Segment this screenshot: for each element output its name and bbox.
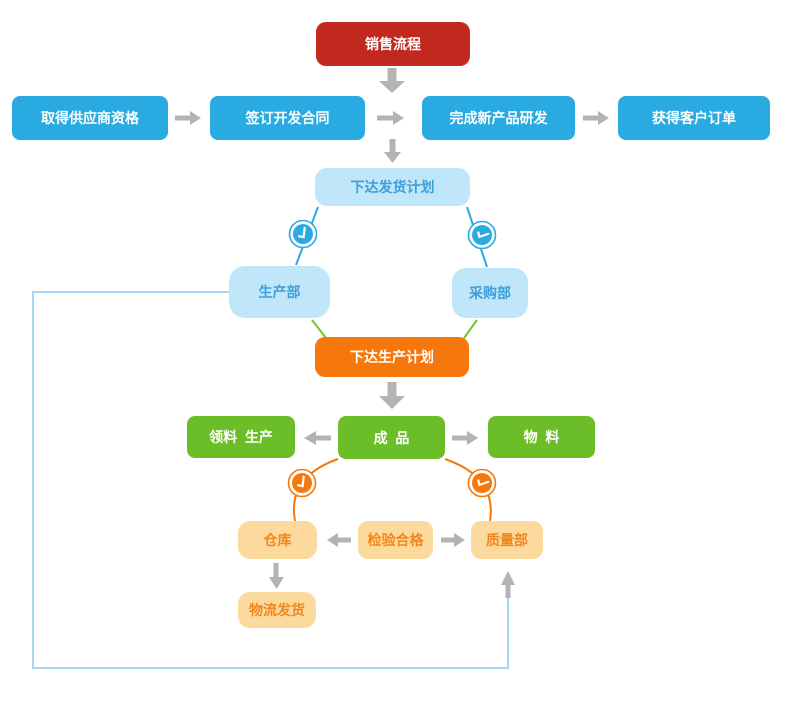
clock-icon [467,468,497,498]
green-connector [311,319,327,339]
right-arrow-icon [452,431,478,445]
right-arrow-icon [175,111,201,125]
green-connector [463,319,478,339]
up-arrow-icon [501,571,515,598]
down-arrow-icon [269,563,284,589]
right-arrow-icon [377,111,404,125]
node-finished-goods: 成 品 [338,416,445,459]
clock-icon [287,468,317,498]
down-arrow-icon [384,139,401,163]
right-arrow-icon [583,111,609,125]
feedback-line [32,291,509,669]
node-quality-dept: 质量部 [471,521,543,559]
node-purchasing-dept: 采购部 [452,268,528,318]
node-material-production: 领料 生产 [187,416,295,458]
node-customer-order: 获得客户订单 [618,96,770,140]
node-development-contract: 签订开发合同 [210,96,365,140]
node-materials: 物 料 [488,416,595,458]
node-shipping-plan: 下达发货计划 [315,168,470,206]
node-production-plan: 下达生产计划 [315,337,469,377]
down-arrow-icon [379,382,405,409]
down-arrow-icon [379,68,405,93]
node-warehouse: 仓库 [238,521,317,559]
node-inspection-passed: 检验合格 [358,521,433,559]
left-arrow-icon [327,533,351,547]
node-sales-process: 销售流程 [316,22,470,66]
left-arrow-icon [304,431,331,445]
clock-icon [467,220,497,250]
node-logistics-shipping: 物流发货 [238,592,316,628]
node-production-dept: 生产部 [229,266,330,318]
right-arrow-icon [441,533,465,547]
clock-icon [288,219,318,249]
node-new-product-rd: 完成新产品研发 [422,96,575,140]
node-supplier-qualification: 取得供应商资格 [12,96,168,140]
